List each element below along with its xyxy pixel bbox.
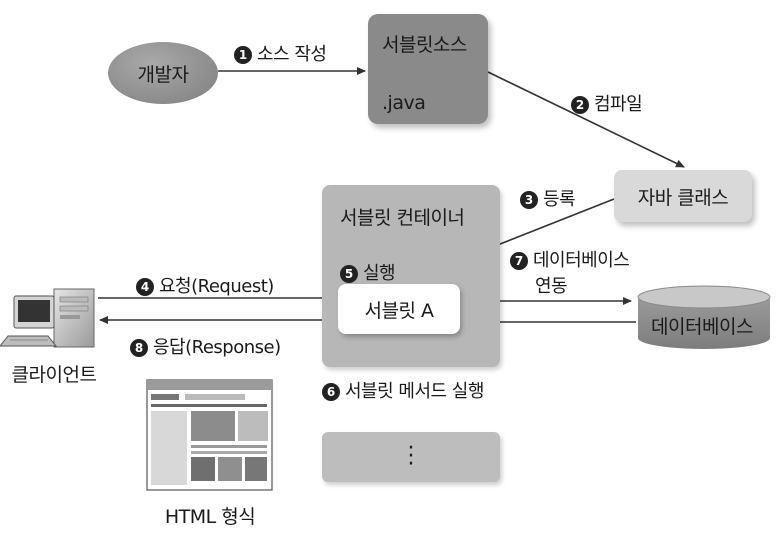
step-2-badge: 2 [571,96,589,114]
step-4-label: 4 요청(Request) [136,272,274,298]
java-class-label: 자바 클래스 [637,186,729,209]
step-7-badge: 7 [510,252,528,270]
step-7-text-line1: 데이터베이스 [533,250,630,271]
developer-node: 개발자 [108,42,218,104]
servlet-a-box: 서블릿 A [338,284,460,334]
computer-icon [0,288,95,348]
step-1-label: 1 소스 작성 [234,40,327,66]
step-8-label: 8 응답(Response) [130,333,281,359]
more-servlets-box: ··· [322,432,500,482]
step-4-badge: 4 [136,278,154,296]
database-label: 데이터베이스 [651,316,753,338]
step-1-text: 소스 작성 [257,44,327,65]
step-1-badge: 1 [234,46,252,64]
servlet-container-title: 서블릿 컨테이너 [340,207,465,229]
step-8-badge: 8 [130,339,148,357]
step-3-text: 등록 [543,189,576,210]
step-8-text: 응답(Response) [153,337,281,358]
step-3-label: 3 등록 [520,185,576,211]
database-cylinder [637,285,771,349]
step-7-label: 7 데이터베이스 [510,246,630,272]
web-page-thumbnail [146,379,273,491]
client-label: 클라이언트 [11,364,97,386]
step-7-label-line2: 연동 [535,276,568,297]
servlet-a-label: 서블릿 A [364,299,434,322]
servlet-source-box: 서블릿소스 .java [368,14,488,124]
developer-label: 개발자 [137,63,189,86]
step-5-badge: 5 [340,265,358,283]
step-3-badge: 3 [520,191,538,209]
step-6-label: 6 서블릿 메서드 실행 [322,377,484,403]
step-2-text: 컴파일 [594,94,643,115]
java-class-box: 자바 클래스 [614,170,752,222]
step-5-text: 실행 [363,263,396,284]
servlet-source-title: 서블릿소스 [382,34,467,56]
step-5-label: 5 실행 [340,259,396,285]
step-6-badge: 6 [322,383,340,401]
html-format-label: HTML 형식 [164,506,256,528]
more-dots-icon: ··· [407,436,415,477]
arrow-compile [487,71,685,168]
step-6-text: 서블릿 메서드 실행 [345,381,484,402]
step-2-label: 2 컴파일 [571,90,643,116]
servlet-source-extension: .java [382,92,426,114]
step-4-text: 요청(Request) [159,276,274,297]
